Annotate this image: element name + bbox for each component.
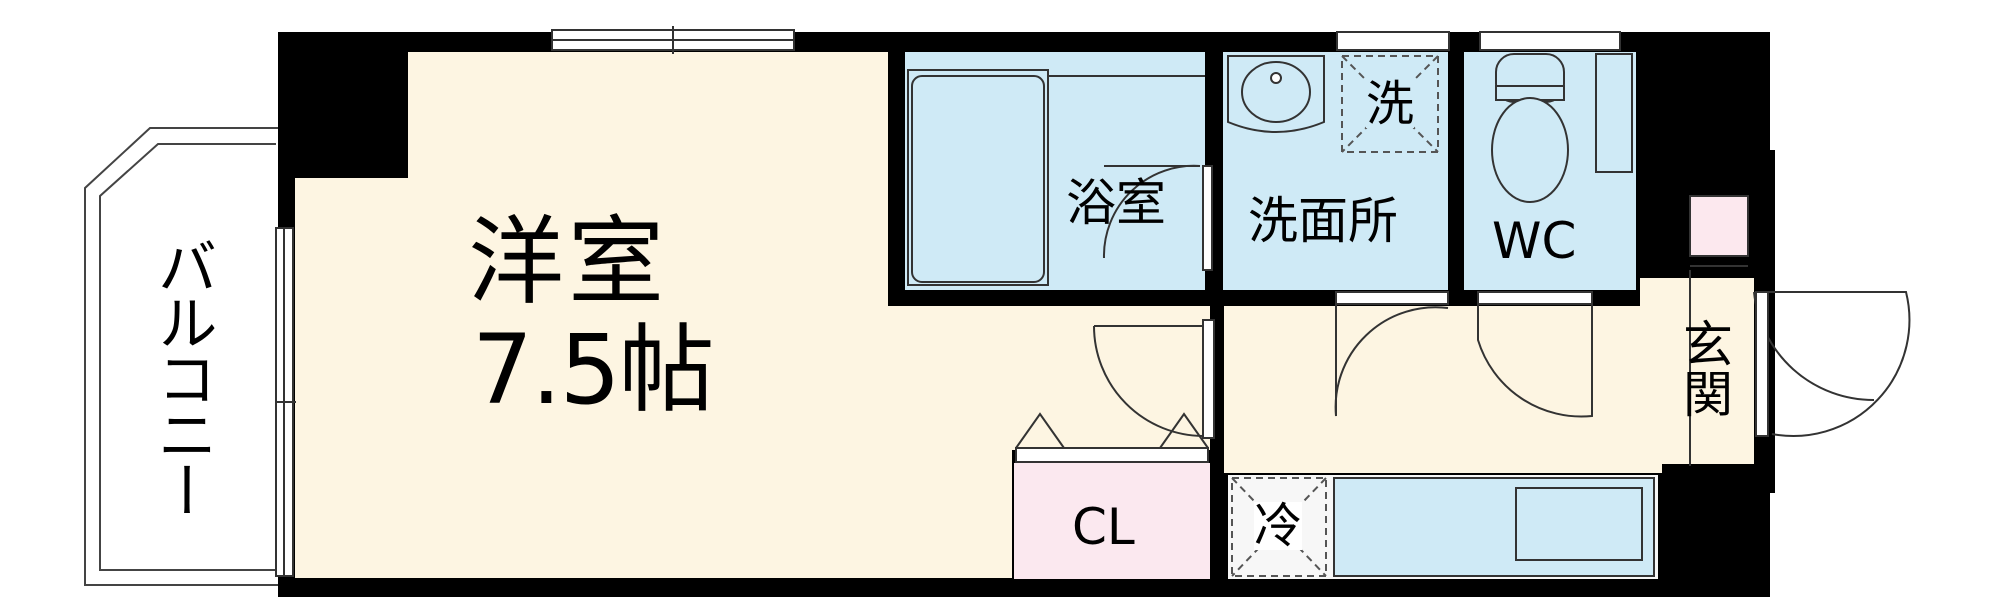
entrance-label: 玄関 [1675,318,1733,418]
western-room-floor [295,52,1210,578]
western-room-name: 洋室 [468,206,668,318]
washroom-label: 洗面所 [1248,192,1398,250]
laundry-label: 洗 [1366,76,1415,132]
bathroom-label: 浴室 [1066,174,1166,232]
toilet-label: WC [1492,212,1577,270]
kitchen-sink-icon [1333,477,1655,577]
closet-label: CL [1072,498,1135,556]
sink-icon [1227,55,1325,133]
bathtub-icon [907,69,1205,286]
windows [275,26,1621,577]
floor-areas [295,52,1754,579]
fridge-icon [1231,477,1327,577]
entrance-door [1689,195,1911,466]
closet-floor [1014,463,1210,579]
bathroom-door [1102,164,1213,271]
interior-doors [1015,291,1593,463]
hall-floor [1224,278,1662,473]
toilet-icon [1491,53,1633,203]
fridge-label: 冷 [1254,498,1303,554]
balcony-outline [84,127,278,586]
washer-icon [1341,55,1439,153]
western-room-size: 7.5帖 [472,314,715,426]
balcony-label: バルコニー [147,236,217,516]
entrance-floor [1662,278,1754,464]
